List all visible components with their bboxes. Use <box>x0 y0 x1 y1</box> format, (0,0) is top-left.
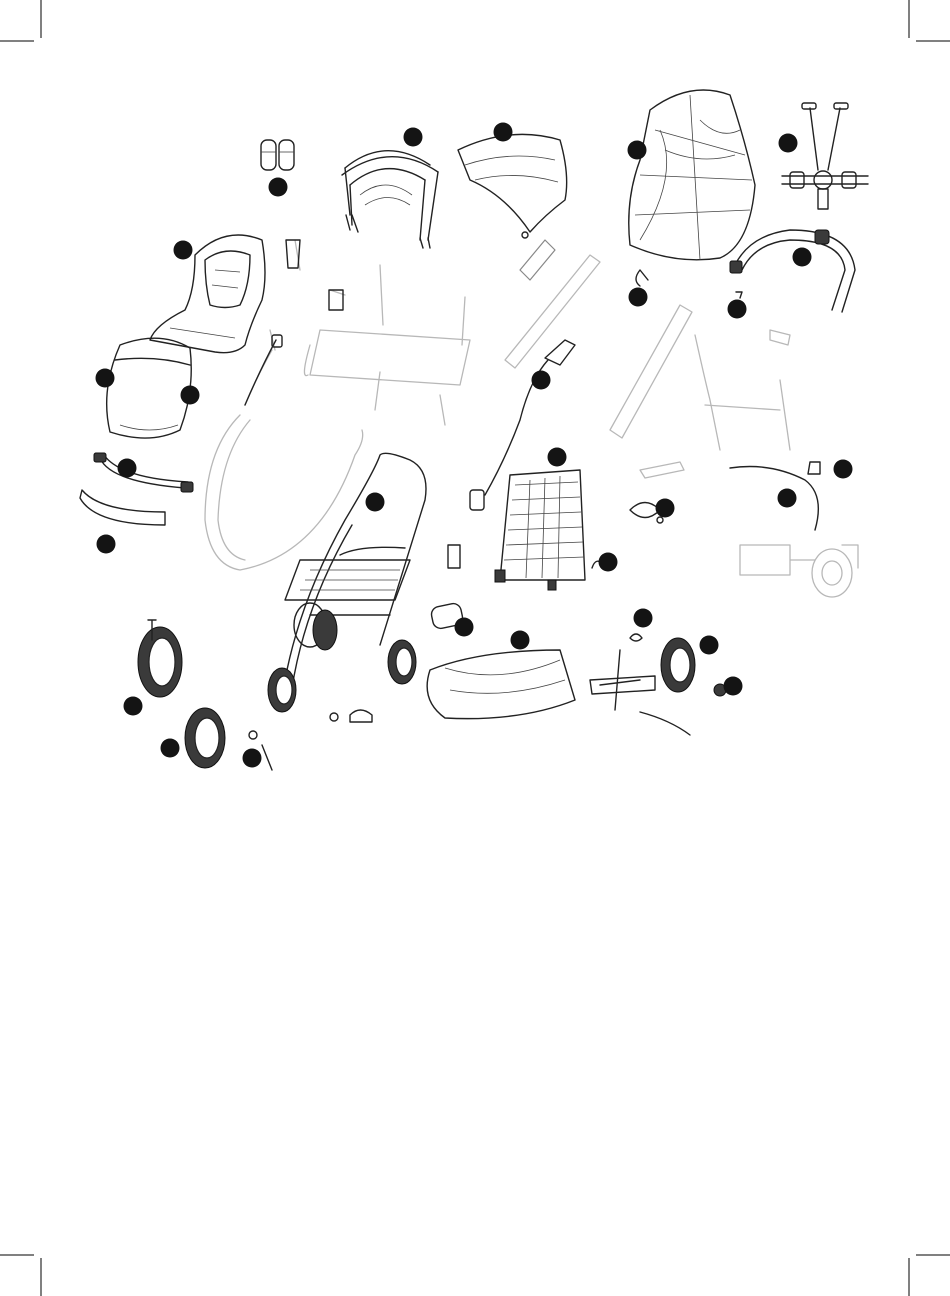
callout-dot <box>628 141 647 160</box>
callout-dot <box>532 371 551 390</box>
rain-cover-drawing <box>629 90 755 260</box>
callout-dot <box>124 697 143 716</box>
callout-dot <box>599 553 618 572</box>
callout-dot <box>455 618 474 637</box>
callout-dot <box>511 631 530 650</box>
callout-dot <box>779 134 798 153</box>
callout-dot <box>181 386 200 405</box>
small-parts <box>286 240 460 722</box>
seat-liner-drawing <box>150 235 265 353</box>
sun-canopy-drawing <box>342 151 438 248</box>
seat-base-plate-drawing <box>495 470 585 590</box>
callout-dot <box>793 248 812 267</box>
bumper-bar-drawing <box>94 453 193 492</box>
stroller-wheels <box>268 610 416 712</box>
callout-dot <box>834 460 853 479</box>
handlebar-drawing <box>730 230 855 312</box>
callout-dot <box>629 288 648 307</box>
shopping-basket-drawing <box>427 602 575 718</box>
footmuff-drawing <box>107 338 192 438</box>
callout-dot <box>778 489 797 508</box>
front-wheel-left <box>138 620 182 697</box>
callout-dot <box>97 535 116 554</box>
callout-dot <box>548 448 567 467</box>
bumper-bar-cover-drawing <box>80 490 165 525</box>
callout-dot <box>118 459 137 478</box>
harness-pads-drawing <box>261 140 294 170</box>
callout-dot <box>728 300 747 319</box>
callout-dot <box>656 499 675 518</box>
callout-dot <box>174 241 193 260</box>
callout-dot <box>700 636 719 655</box>
clips-drawing <box>592 270 820 641</box>
brake-cable-drawing <box>245 335 575 510</box>
callout-dot <box>404 128 423 147</box>
callout-dot <box>634 609 653 628</box>
callout-markers <box>96 123 853 768</box>
harness-drawing <box>782 103 868 209</box>
axle-assembly-faint <box>740 545 858 597</box>
callout-dot <box>269 178 288 197</box>
callout-dot <box>96 369 115 388</box>
callout-dot <box>243 749 262 768</box>
callout-dot <box>161 739 180 758</box>
callout-dot <box>366 493 385 512</box>
callout-dot <box>724 677 743 696</box>
hood-drawing <box>458 134 567 238</box>
callout-dot <box>494 123 513 142</box>
